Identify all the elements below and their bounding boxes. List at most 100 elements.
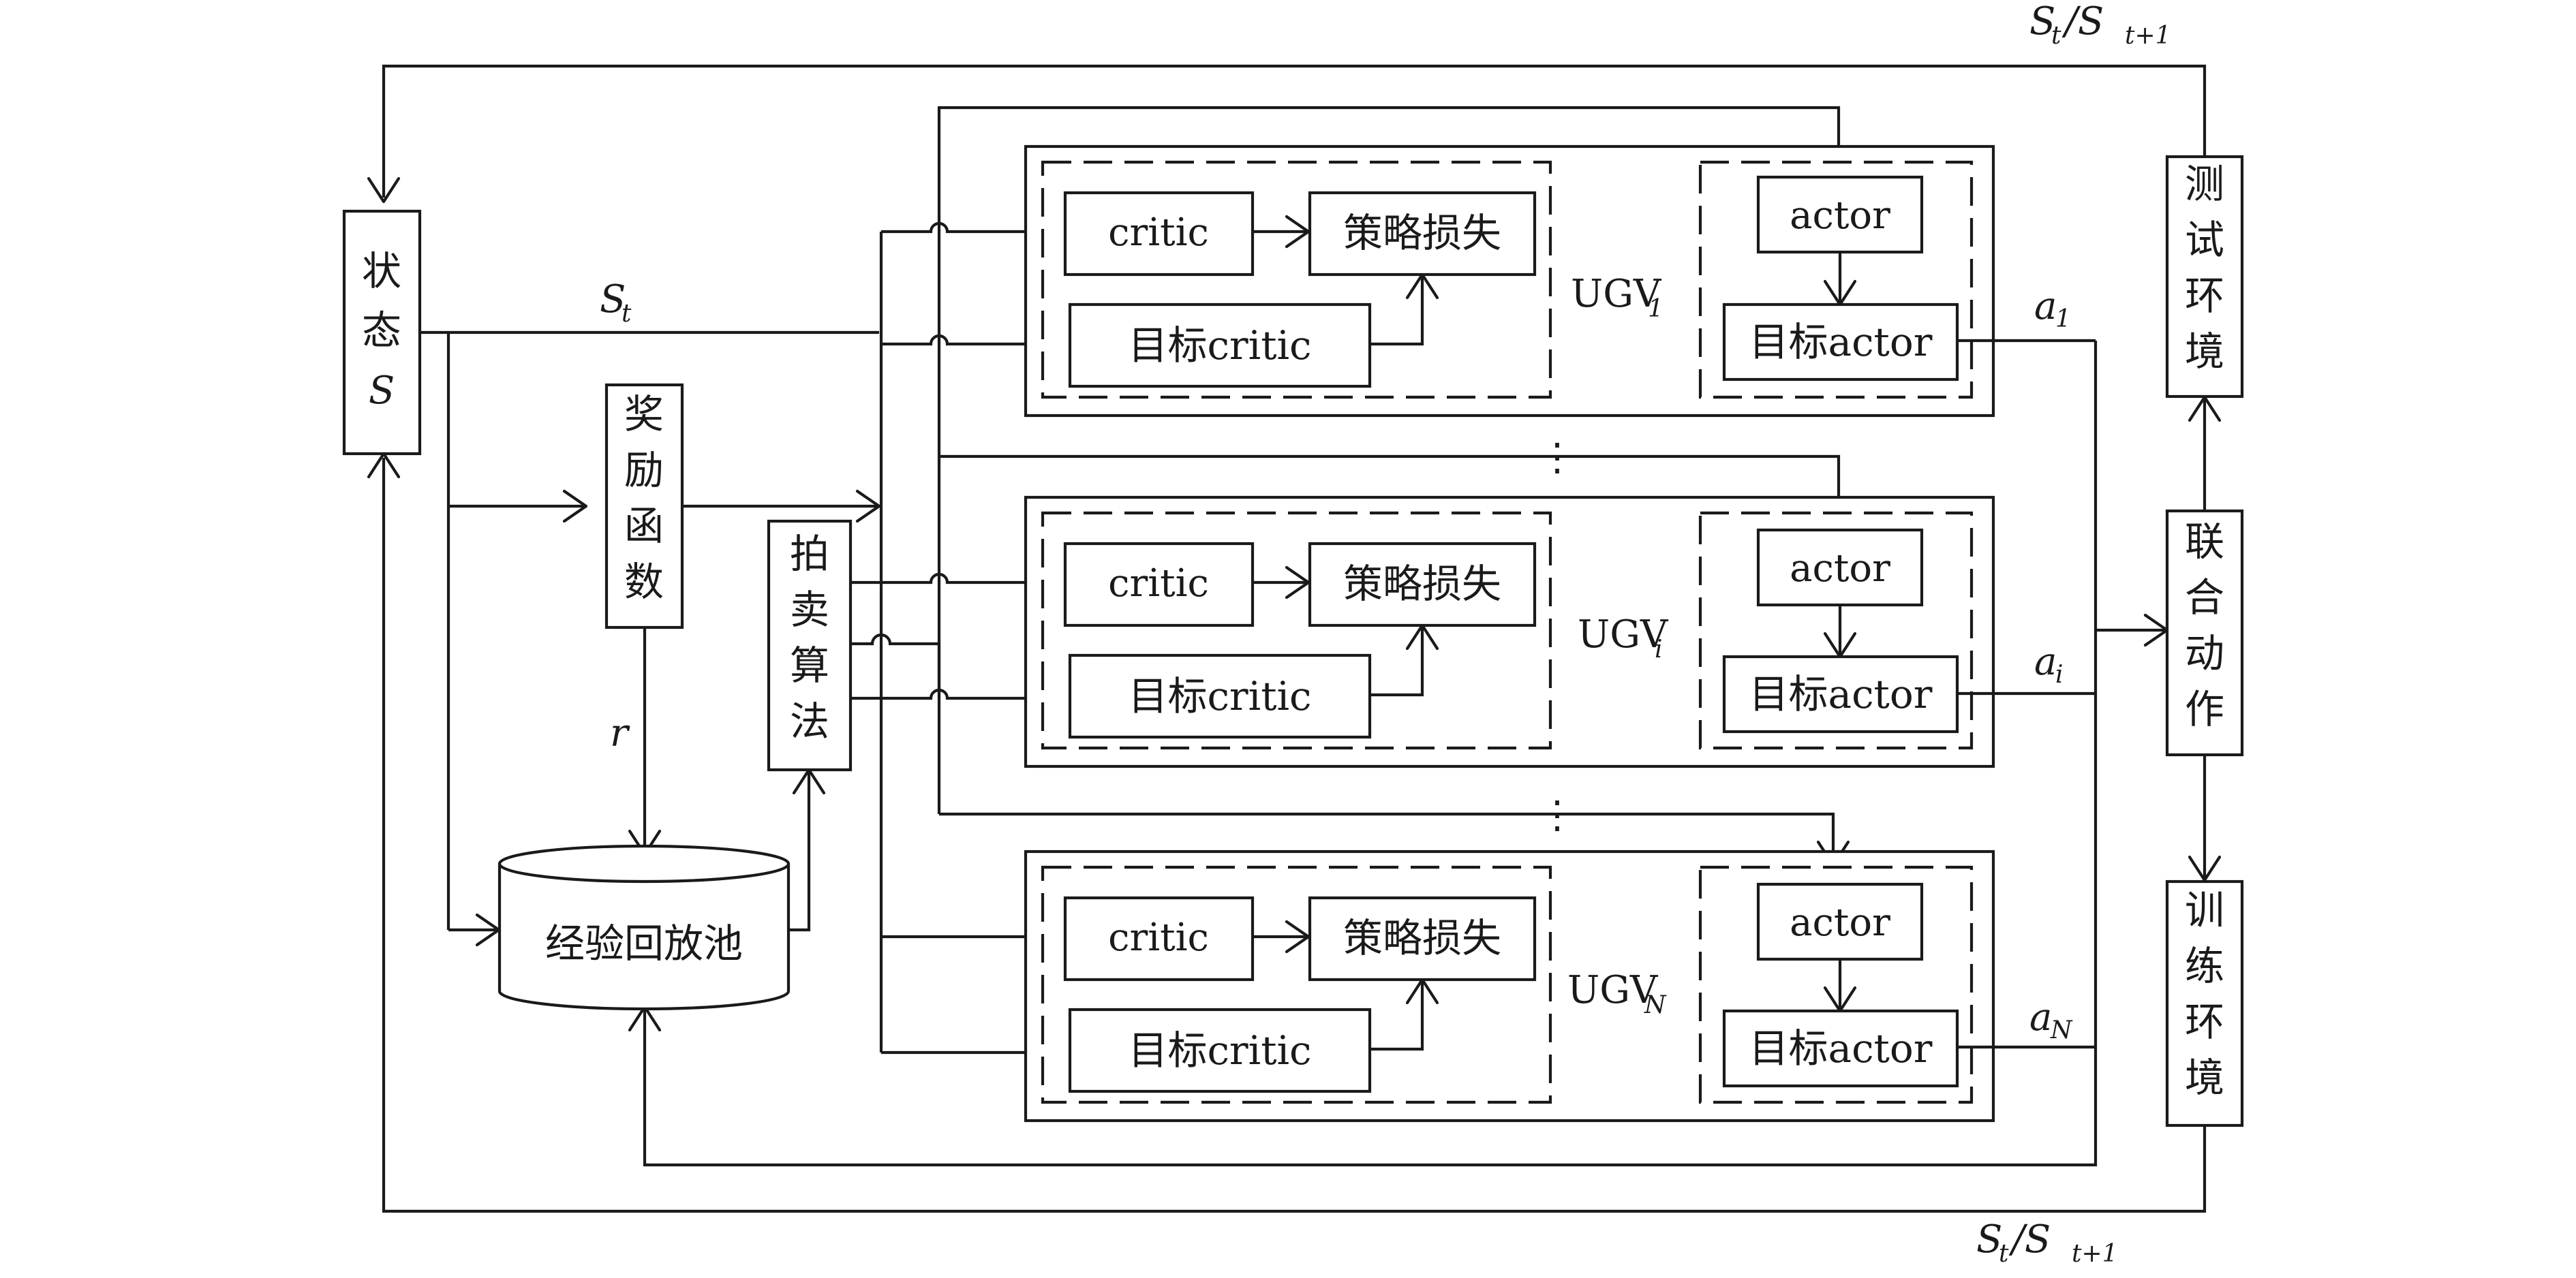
svg-text:练: 练 [2185, 943, 2224, 989]
svg-text:N: N [1644, 991, 1667, 1019]
svg-text:t: t [622, 300, 632, 328]
svg-text:a: a [2034, 284, 2057, 328]
svg-text:环: 环 [2185, 999, 2224, 1045]
top-feedback-label: S t /S t+1 [2029, 0, 2171, 50]
ugv-i-group: critic 策略损失 目标critic UGV i actor 目标actor [1024, 495, 2096, 768]
state-box: 状 态 S [342, 209, 422, 456]
target-actor-box: 目标actor [1722, 655, 1959, 734]
svg-text:训: 训 [2185, 887, 2224, 933]
svg-text:环: 环 [2185, 272, 2224, 319]
svg-text:S: S [2029, 0, 2055, 44]
action-i-label: a i [2034, 640, 2064, 689]
svg-text:策略损失: 策略损失 [1343, 210, 1501, 256]
joint-action-box: 联 合 动 作 [2165, 509, 2244, 757]
svg-text:UGV: UGV [1578, 612, 1669, 657]
svg-text:测: 测 [2185, 161, 2224, 207]
svg-text:拍: 拍 [790, 531, 829, 577]
vdots-2: ⋮ [1538, 793, 1576, 837]
replay-pool: 经验回放池 [497, 844, 791, 1011]
svg-text:奖: 奖 [624, 391, 664, 437]
svg-text:目标actor: 目标actor [1749, 1025, 1932, 1072]
ugv-n-group: critic 策略损失 目标critic UGV N actor 目标actor [1024, 850, 2096, 1123]
svg-text:t: t [2051, 22, 2061, 50]
actor-box: actor [1756, 882, 1924, 961]
svg-text:critic: critic [1108, 561, 1209, 606]
ugv-i-label: UGV i [1578, 612, 1669, 664]
svg-text:N: N [2050, 1016, 2073, 1044]
policy-loss-box: 策略损失 [1308, 896, 1537, 982]
svg-text:a: a [2029, 995, 2052, 1040]
replay-to-auction-line [788, 768, 826, 932]
svg-text:critic: critic [1108, 916, 1209, 960]
reward-output-line [628, 489, 881, 856]
svg-text:经验回放池: 经验回放池 [545, 920, 743, 967]
svg-text:状: 状 [362, 248, 401, 294]
svg-text:目标critic: 目标critic [1128, 673, 1311, 719]
svg-text:i: i [1655, 636, 1663, 664]
target-actor-box: 目标actor [1722, 302, 1959, 381]
svg-text:合: 合 [2185, 574, 2224, 621]
svg-text:目标critic: 目标critic [1128, 322, 1311, 369]
target-critic-box: 目标critic [1068, 302, 1372, 388]
svg-text:试: 试 [2185, 217, 2224, 263]
svg-text:目标actor: 目标actor [1749, 319, 1932, 365]
svg-text:目标actor: 目标actor [1749, 671, 1932, 717]
svg-text:1: 1 [1648, 295, 1663, 323]
reward-function-box: 奖 励 函 数 [604, 383, 684, 629]
svg-text:数: 数 [624, 559, 664, 605]
svg-text:UGV: UGV [1567, 968, 1659, 1012]
svg-text:a: a [2034, 640, 2057, 684]
svg-text:函: 函 [624, 503, 664, 549]
svg-text:t+1: t+1 [2125, 22, 2171, 50]
svg-text:S: S [1976, 1217, 2002, 1262]
ugv-1-group: critic 策略损失 目标critic UGV 1 actor 目标actor [1024, 144, 2096, 418]
actor-box: actor [1756, 528, 1924, 607]
bottom-feedback-label: S t /S t+1 [1976, 1217, 2118, 1268]
critic-box: critic [1063, 896, 1255, 982]
policy-loss-box: 策略损失 [1308, 542, 1537, 627]
joint-action-to-test-line [2188, 395, 2222, 511]
svg-text:/S: /S [2061, 0, 2104, 44]
svg-text:1: 1 [2055, 305, 2071, 333]
ugv-1-label: UGV 1 [1571, 272, 1663, 323]
svg-text:策略损失: 策略损失 [1343, 915, 1501, 961]
svg-text:t: t [1999, 1240, 2009, 1268]
svg-text:境: 境 [2185, 1055, 2224, 1101]
svg-text:卖: 卖 [790, 587, 829, 633]
actor-box: actor [1756, 175, 1924, 254]
svg-text:联: 联 [2185, 518, 2224, 565]
svg-text:算: 算 [790, 642, 829, 689]
svg-text:S: S [600, 277, 626, 322]
policy-loss-box: 策略损失 [1308, 191, 1537, 277]
svg-text:i: i [2055, 661, 2064, 689]
target-actor-box: 目标actor [1722, 1009, 1959, 1088]
action-1-label: a 1 [2034, 284, 2071, 333]
svg-text:作: 作 [2185, 686, 2224, 732]
target-critic-box: 目标critic [1068, 653, 1372, 739]
critic-box: critic [1063, 191, 1255, 277]
joint-action-to-train-line [2188, 755, 2222, 882]
svg-text:态: 态 [362, 307, 401, 354]
test-environment-box: 测 试 环 境 [2165, 155, 2244, 399]
svg-text:动: 动 [2185, 630, 2224, 676]
auction-algorithm-box: 拍 卖 算 法 [767, 519, 853, 772]
svg-text:目标critic: 目标critic [1128, 1027, 1311, 1074]
svg-text:UGV: UGV [1571, 272, 1662, 316]
svg-text:actor: actor [1790, 546, 1890, 591]
svg-text:/S: /S [2008, 1217, 2051, 1262]
st-label: S t [600, 277, 632, 328]
state-st-line [420, 330, 879, 947]
r-label: r [610, 711, 630, 755]
svg-text:actor: actor [1790, 901, 1890, 945]
svg-text:S: S [369, 369, 395, 413]
svg-text:境: 境 [2185, 328, 2224, 375]
top-feedback-line [367, 64, 2207, 204]
train-environment-box: 训 练 环 境 [2165, 879, 2244, 1127]
svg-text:励: 励 [624, 447, 664, 493]
critic-box: critic [1063, 542, 1255, 627]
svg-text:critic: critic [1108, 211, 1209, 255]
vdots-1: ⋮ [1538, 435, 1576, 480]
svg-text:t+1: t+1 [2072, 1240, 2118, 1268]
svg-text:法: 法 [790, 698, 829, 745]
